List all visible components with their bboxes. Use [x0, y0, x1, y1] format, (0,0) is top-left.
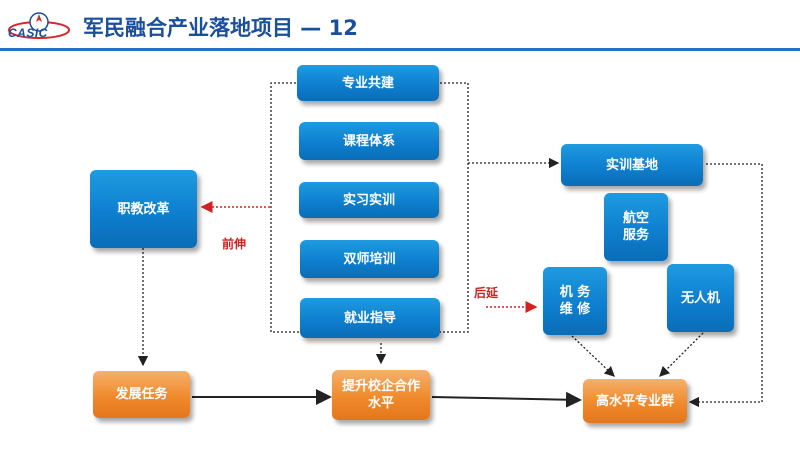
- left-bracket-line: [270, 82, 300, 333]
- dev-task-box: 发展任务: [93, 371, 190, 418]
- employment-label: 就业指导: [343, 310, 396, 326]
- logo-text: CASIC: [8, 26, 48, 40]
- enterprise-coop-line1: 提升校企合作: [341, 379, 420, 394]
- internship-label: 实习实训: [342, 192, 395, 208]
- aviation-service-box: 航空 服务: [604, 193, 668, 261]
- right-bracket-line: [440, 82, 469, 333]
- dual-teacher-box: 双师培训: [300, 240, 439, 278]
- employment-box: 就业指导: [300, 298, 440, 338]
- arrow-maint-to-group: [571, 335, 615, 377]
- high-level-group-label: 高水平专业群: [595, 393, 674, 409]
- header-divider: [0, 48, 800, 51]
- training-base-label: 实训基地: [605, 157, 658, 173]
- drone-label: 无人机: [680, 290, 720, 306]
- internship-box: 实习实训: [299, 182, 439, 218]
- aircraft-maint-box: 机 务 维 修: [543, 267, 607, 335]
- backward-label: 后延: [474, 286, 499, 300]
- aircraft-maint-line2: 维 修: [559, 302, 591, 317]
- reform-box: 职教改革: [90, 170, 197, 248]
- curriculum-box: 课程体系: [299, 122, 439, 160]
- dev-task-label: 发展任务: [115, 387, 168, 402]
- reform-label: 职教改革: [117, 201, 170, 217]
- specialty-box: 专业共建: [297, 65, 439, 101]
- aircraft-maint-line1: 机 务: [559, 285, 591, 300]
- aviation-service-label: 航空 服务: [622, 211, 649, 243]
- arrow-drone-to-group: [659, 332, 704, 377]
- high-level-group-box: 高水平专业群: [583, 379, 687, 423]
- training-base-box: 实训基地: [561, 144, 703, 186]
- curriculum-label: 课程体系: [342, 133, 395, 149]
- forward-label: 前伸: [222, 237, 247, 251]
- dual-teacher-label: 双师培训: [343, 251, 396, 267]
- arrow-coop-to-group: [431, 391, 582, 408]
- enterprise-coop-line2: 水平: [367, 396, 394, 411]
- page-title: 军民融合产业落地项目 — 12: [83, 16, 358, 40]
- enterprise-coop-box: 提升校企合作 水平: [332, 370, 430, 420]
- casic-logo-icon: [8, 12, 70, 39]
- specialty-label: 专业共建: [341, 75, 394, 91]
- drone-box: 无人机: [667, 264, 734, 332]
